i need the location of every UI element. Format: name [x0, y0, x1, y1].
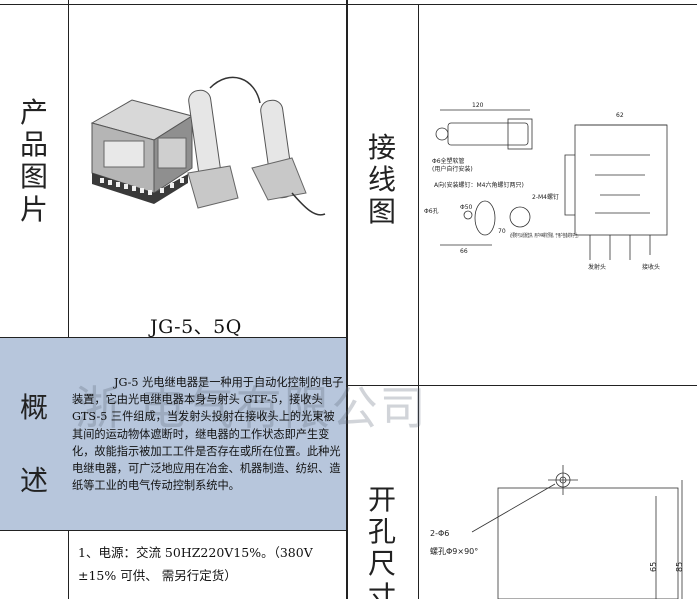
label-char: 概 [20, 391, 49, 424]
label-char: 尺 [368, 547, 397, 581]
label-char: 述 [20, 463, 49, 497]
note-label: 必要时可以纸板垫块，用户M4螺钉预装，于用户自备的架子上。 [510, 232, 580, 239]
spec-line-1: 1、电源：交流 50HZ220V15%。（380V [78, 545, 313, 560]
label-char: 片 [20, 192, 49, 226]
label-char: 图 [368, 195, 397, 229]
dim66-label: 66 [460, 248, 468, 255]
label-char: 孔 [368, 515, 397, 549]
dim70-label: 70 [498, 228, 506, 235]
dim-85-label: 85 [675, 562, 684, 572]
emitter-image [187, 76, 261, 209]
spec-line-2: ±15% 可供、 需另行定货） [78, 568, 237, 583]
overview-label: 概 述 [20, 372, 48, 518]
label-char: 寸 [368, 579, 397, 599]
label-char: 品 [20, 128, 49, 162]
screw-label: 螺孔Φ9×90° [430, 546, 478, 556]
label-char: 线 [368, 163, 397, 197]
overview-label-cell [0, 338, 68, 530]
grid-line [68, 0, 69, 599]
product-image-label: 产 品 图 片 [20, 96, 49, 226]
dim-right: 62 [616, 112, 624, 119]
label-char: 产 [20, 96, 49, 129]
cutout-label: 开 孔 尺 寸 [368, 483, 397, 599]
recv-label: 发射头 [588, 263, 606, 271]
send-label: 接收头 [642, 263, 660, 271]
mount-a-label: A向(安装螺钉：M4六角螺钉两只) [434, 181, 524, 189]
bolt-label: 2-M4螺钉 [532, 193, 559, 201]
cutout-diagram: 2-Φ6 螺孔Φ9×90° 65 85 [430, 465, 684, 599]
overview-text: JG-5 光电继电器是一种用于自动化控制的电子装置，它由光电继电器本身与射头 G… [72, 376, 344, 493]
product-model: JG-5、5Q [150, 316, 242, 338]
grid-line [346, 0, 348, 599]
receiver-image [251, 99, 326, 216]
label-char: 开 [368, 483, 397, 516]
grid-line [0, 530, 348, 531]
dim-65-label: 65 [649, 562, 658, 572]
watermark-text: 浙 电气有限公司 [75, 381, 428, 435]
grid-line [0, 4, 697, 5]
holes-label: 2-Φ6 [430, 529, 449, 538]
label-char: 接 [368, 131, 397, 164]
phi50-label: Φ50 [460, 204, 473, 211]
phi-label: Φ6孔 [424, 207, 439, 215]
label-char: 图 [20, 160, 49, 194]
wiring-diagram: 120 62 Φ6全塑软管 (用户自行安装) A向(安装螺钉：M4六角螺钉两只)… [424, 102, 668, 271]
wiring-label: 接 线 图 [368, 131, 397, 229]
product-photo [90, 76, 326, 216]
grid-line [346, 385, 697, 386]
grid-line [418, 4, 419, 599]
mount-label: Φ6全塑软管 [432, 157, 465, 165]
mount-label-2: (用户自行安装) [432, 165, 473, 173]
dim-top: 120 [472, 102, 484, 109]
overview-text-cell [68, 338, 346, 530]
grid-line [0, 337, 348, 338]
relay-body-image [90, 99, 194, 204]
